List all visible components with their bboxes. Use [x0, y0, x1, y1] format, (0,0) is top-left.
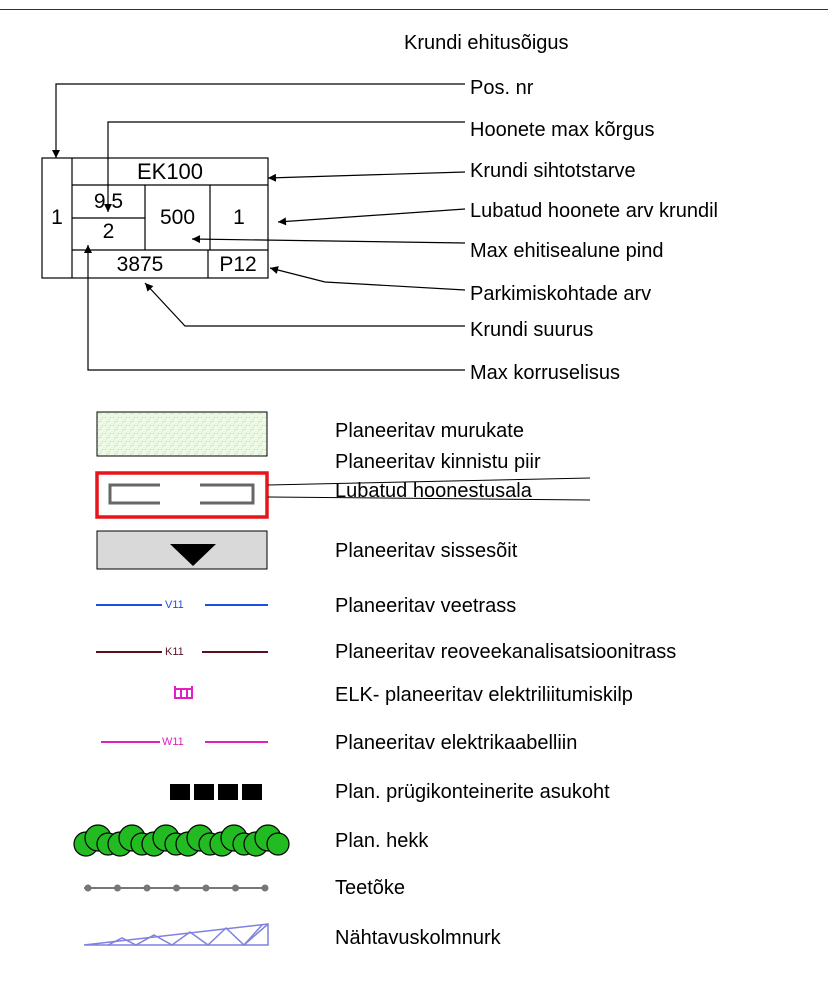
label-parking: Parkimiskohtade arv — [470, 283, 652, 305]
legend-label-building-area: Lubatud hoonestusala — [335, 480, 532, 502]
legend-label-property-border: Planeeritav kinnistu piir — [335, 451, 541, 473]
electric-box-icon — [174, 686, 193, 699]
legend-label-electric-cable: Planeeritav elektrikaabelliin — [335, 732, 578, 754]
building-area-icon — [108, 483, 255, 505]
barrier-post — [114, 884, 121, 892]
parking-value: P12 — [219, 253, 257, 276]
water-line-code: V11 — [165, 599, 184, 611]
label-max-floors: Max korruselisus — [470, 362, 621, 384]
leader-floors — [84, 245, 465, 371]
leader-lines — [52, 83, 466, 371]
barrier-post — [202, 884, 210, 892]
driveway-triangle-icon — [170, 544, 216, 566]
leader-parking — [269, 266, 466, 291]
label-plot-size: Krundi suurus — [470, 319, 594, 341]
legend-label-visibility: Nähtavuskolmnurk — [335, 927, 501, 949]
leader-purpose — [267, 171, 466, 182]
pos-nr-value: 1 — [51, 206, 63, 229]
hedge-icon — [73, 824, 290, 857]
barrier-post — [84, 884, 92, 892]
barrier-post — [173, 884, 180, 892]
buildings-count-value: 1 — [233, 206, 245, 229]
leader-footprint — [191, 235, 466, 244]
legend-label-waste: Plan. prügikonteinerite asukoht — [335, 781, 610, 803]
waste-containers-icon — [170, 784, 262, 800]
legend-label-hedge: Plan. hekk — [335, 830, 429, 852]
max-footprint-value: 500 — [159, 206, 196, 229]
road-barrier-icon — [84, 884, 269, 892]
visibility-triangle-icon — [83, 923, 269, 947]
leader-plot-size — [144, 282, 465, 327]
legend-label-sewer: Planeeritav reoveekanalisatsioonitrass — [335, 641, 677, 663]
label-max-footprint: Max ehitisealune pind — [470, 240, 664, 262]
sewer-line-code: K11 — [165, 646, 184, 658]
grass-hatch-icon — [96, 411, 268, 457]
plot-size-value: 3875 — [116, 253, 164, 276]
label-buildings-count: Lubatud hoonete arv krundil — [470, 200, 718, 222]
barrier-post — [261, 884, 269, 892]
legend-label-driveway: Planeeritav sissesõit — [335, 540, 518, 562]
legend-label-barrier: Teetõke — [335, 877, 406, 899]
hedge-bush — [243, 824, 290, 857]
leader-building-area — [267, 477, 591, 501]
leader-pos-nr — [52, 83, 465, 158]
leader-buildings — [277, 208, 466, 226]
legend-title: Krundi ehitusõigus — [404, 32, 569, 54]
zone-box — [41, 157, 269, 279]
legend-label-water: Planeeritav veetrass — [335, 595, 517, 617]
barrier-post — [143, 884, 151, 892]
barrier-post — [232, 884, 239, 892]
hedge-bush — [107, 824, 154, 857]
label-purpose: Krundi sihtotstarve — [470, 160, 636, 182]
max-floors-value: 2 — [102, 220, 115, 243]
cable-line-code: W11 — [162, 736, 184, 748]
leader-max-height — [104, 121, 465, 212]
max-height-value: 9,5 — [93, 190, 124, 213]
legend-label-electric-box: ELK- planeeritav elektriliitumiskilp — [335, 684, 633, 706]
label-max-height: Hoonete max kõrgus — [470, 119, 655, 141]
top-border-line — [0, 9, 828, 10]
property-border-icon — [95, 471, 269, 519]
legend-label-grass: Planeeritav murukate — [335, 420, 524, 442]
purpose-value: EK100 — [136, 159, 204, 184]
label-pos-nr: Pos. nr — [470, 77, 534, 99]
